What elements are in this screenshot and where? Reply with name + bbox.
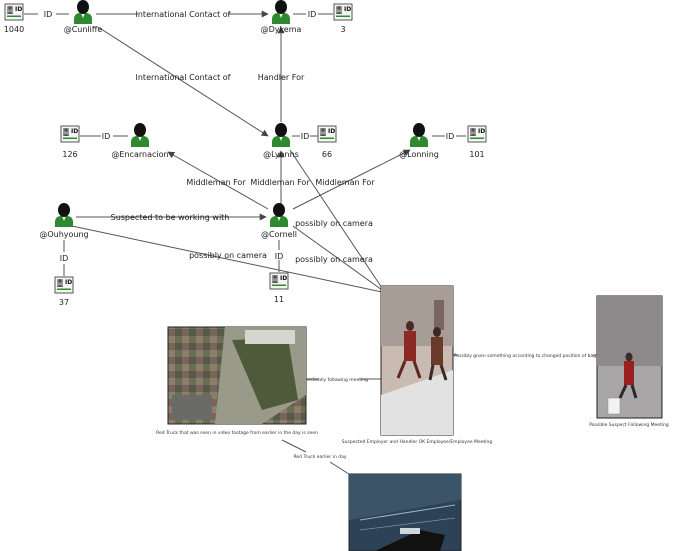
person-lyonns[interactable]: @Lyonns (263, 123, 299, 159)
photo-sidewalk (381, 370, 453, 435)
id-card-icon (333, 3, 353, 21)
photo-red-truck-earlier[interactable] (348, 473, 462, 551)
edge-label-id: ID (102, 132, 111, 141)
edge-label-international-contact: International Contact of (136, 73, 231, 82)
edge-label-id: ID (275, 252, 284, 261)
id-node-126[interactable]: 126 (60, 125, 80, 159)
person-icon (270, 203, 288, 227)
photo-sign (607, 397, 621, 415)
person-name: @Cunliffe (64, 25, 103, 34)
id-number: 11 (274, 295, 284, 304)
id-node-37[interactable]: 37 (54, 276, 74, 307)
edge-label-id: ID (301, 132, 310, 141)
edge-label-immediately-following: Immediately following meeting (298, 377, 368, 383)
person-icon (272, 0, 290, 24)
id-card-icon (317, 125, 337, 143)
person-icon (74, 0, 92, 24)
person-name: @Lonning (399, 150, 439, 159)
person-name: @Dykema (261, 25, 302, 34)
edge-label-red-truck-earlier: Red Truck earlier in day (293, 454, 346, 460)
photo-person (624, 361, 634, 385)
id-nodes: 1040 3 126 66 101 37 11 (4, 3, 487, 307)
id-number: 3 (340, 25, 345, 34)
id-number: 37 (59, 298, 69, 307)
edge-label-possibly-given: Possibly given something according to ch… (454, 353, 596, 359)
photo-caption: Red Truck that was seen in video footage… (156, 430, 318, 436)
id-number: 126 (62, 150, 77, 159)
person-icon (131, 123, 149, 147)
person-encarnacion[interactable]: @Encarnacion (111, 123, 169, 159)
person-name: @Ouhyoung (39, 230, 88, 239)
photo-red-truck[interactable]: Red Truck that was seen in video footage… (156, 326, 318, 436)
edge-label-id: ID (44, 10, 53, 19)
id-card-icon (4, 3, 24, 21)
id-number: 1040 (4, 25, 24, 34)
id-node-1040[interactable]: 1040 (4, 3, 24, 34)
person-cornell[interactable]: @Cornell (261, 203, 297, 239)
photo-vehicle (375, 530, 445, 551)
photo-caption: Suspected Employer and Handler OK Employ… (342, 439, 493, 445)
edge-truck-earlier-a (281, 439, 307, 453)
person-name: @Lyonns (263, 150, 299, 159)
edge-cornell-camera (292, 225, 383, 291)
edge-label-id: ID (308, 10, 317, 19)
edges (24, 10, 597, 477)
edge-label-suspected-working: Suspected to be working with (111, 213, 230, 222)
edge-cornell-encarnacion (167, 151, 269, 210)
edge-label-middleman-encarnacion: Middleman For (186, 178, 246, 187)
id-card-icon (269, 272, 289, 290)
id-card-icon (467, 125, 487, 143)
photo-median (232, 338, 298, 410)
edge-label-camera-ouhyoung: possibly on camera (189, 251, 267, 260)
person-icon (55, 203, 73, 227)
photo-person-b (431, 337, 443, 365)
person-icon (272, 123, 290, 147)
edge-cunliffe-lyonns (97, 26, 269, 137)
photo-person-a (404, 331, 416, 361)
person-lonning[interactable]: @Lonning (399, 123, 439, 159)
id-node-3[interactable]: 3 (333, 3, 353, 34)
edge-label-id: ID (446, 132, 455, 141)
photo-sky (245, 330, 295, 344)
id-card-icon (60, 125, 80, 143)
photo-vehicle-roof (400, 528, 420, 534)
photo-post (434, 300, 444, 330)
edge-truck-earlier-b (329, 461, 353, 477)
id-node-11[interactable]: 11 (269, 272, 289, 304)
edge-label-middleman-lyonns: Middleman For (250, 178, 310, 187)
photo-road (349, 474, 461, 520)
id-node-66[interactable]: 66 (317, 125, 337, 159)
edge-label-international-contact: International Contact of (136, 10, 231, 19)
edge-ouhyoung-camera (71, 225, 383, 293)
photo-building (172, 395, 212, 420)
edge-label-id: ID (60, 254, 69, 263)
id-number: 66 (322, 150, 332, 159)
person-cunliffe[interactable]: @Cunliffe (64, 0, 103, 34)
edge-label-middleman-lonning: Middleman For (315, 178, 375, 187)
person-ouhyoung[interactable]: @Ouhyoung (39, 203, 89, 239)
edge-lyonns-camera (289, 149, 383, 289)
id-node-101[interactable]: 101 (467, 125, 487, 159)
photo-meeting[interactable]: Suspected Employer and Handler OK Employ… (342, 285, 493, 445)
edge-labels: ID ID ID ID ID ID ID International Conta… (44, 10, 597, 460)
edge-label-camera-cornell: possibly on camera (295, 255, 373, 264)
photo-caption: Possible Suspect Following Meeting (589, 422, 669, 428)
edge-label-camera-lyonns: possibly on camera (295, 219, 373, 228)
person-name: @Cornell (261, 230, 297, 239)
person-icon (410, 123, 428, 147)
person-dykema[interactable]: @Dykema (261, 0, 302, 34)
edge-label-handler-for: Handler For (258, 73, 305, 82)
id-number: 101 (469, 150, 484, 159)
person-name: @Encarnacion (111, 150, 168, 159)
edge-cornell-lonning (292, 149, 411, 210)
person-nodes: @Cunliffe @Dykema @Encarnacion @Lyonns @… (39, 0, 439, 239)
photo-following[interactable]: Possible Suspect Following Meeting (589, 295, 669, 428)
id-card-icon (54, 276, 74, 294)
